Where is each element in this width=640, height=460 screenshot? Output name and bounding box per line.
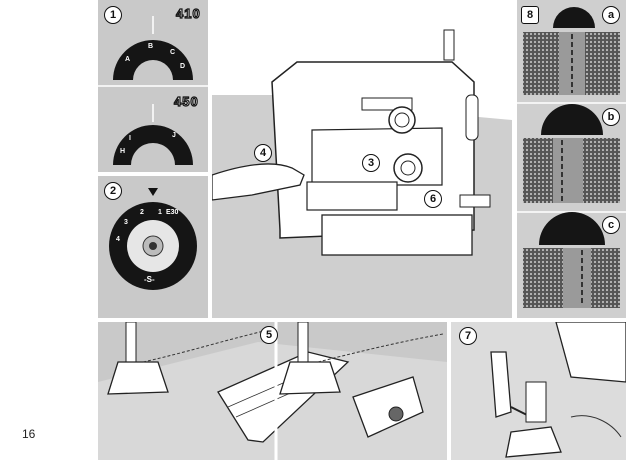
panel-2-length-dial: 2 4 3 2 1 E30 -S-: [98, 176, 208, 318]
needle-illustration: [490, 322, 626, 458]
step-marker-4: 4: [254, 144, 272, 162]
sample-label-b: b: [602, 108, 620, 126]
step-marker-3: 3: [362, 154, 380, 172]
dial-top-arc: [113, 40, 193, 80]
length-num-3: 3: [124, 219, 128, 226]
panel-7-needle: 7: [451, 322, 626, 460]
sample-label-a: a: [602, 6, 620, 24]
step-marker-8: 8: [521, 6, 539, 24]
panel-5-seam-guide: 5: [98, 322, 447, 460]
step-marker-7: 7: [459, 327, 477, 345]
length-dial-illustration: [109, 188, 197, 290]
length-num-s: -S-: [144, 275, 155, 284]
model-label-450: 450: [173, 93, 199, 109]
dial-illustrations: [98, 16, 208, 165]
length-num-1: 1: [158, 209, 162, 216]
dial-letter-i: I: [129, 135, 131, 142]
sewing-machine-illustration: [212, 0, 512, 318]
dial-letter-j: J: [172, 132, 176, 139]
step-marker-1: 1: [104, 6, 122, 24]
page-number: 16: [22, 427, 36, 441]
dial-letter-d: D: [180, 63, 186, 70]
pointer-triangle-icon: [148, 188, 158, 196]
length-num-4: 4: [116, 236, 120, 243]
seam-guide-illustration: [98, 322, 447, 460]
dial-letter-h: H: [120, 148, 126, 155]
dial-letter-c: C: [170, 49, 176, 56]
step-marker-6: 6: [424, 190, 442, 208]
dial-letter-b: B: [148, 43, 154, 50]
model-label-410: 410: [175, 5, 201, 21]
sample-label-c: c: [602, 216, 620, 234]
dial-bottom-arc: [113, 125, 193, 165]
dial-letter-a: A: [125, 56, 131, 63]
step-marker-2: 2: [104, 182, 122, 200]
panel-machine: 4 3 6: [212, 0, 512, 318]
length-num-2: 2: [140, 209, 144, 216]
panel-8-fabric-samples: 8 a b c: [517, 0, 626, 318]
panel-1-dials: 1 410 450 A B C D H I J: [98, 0, 208, 172]
step-marker-5: 5: [260, 326, 278, 344]
length-num-e30: E30: [166, 209, 179, 216]
fabric-samples-illustration: [517, 7, 626, 308]
